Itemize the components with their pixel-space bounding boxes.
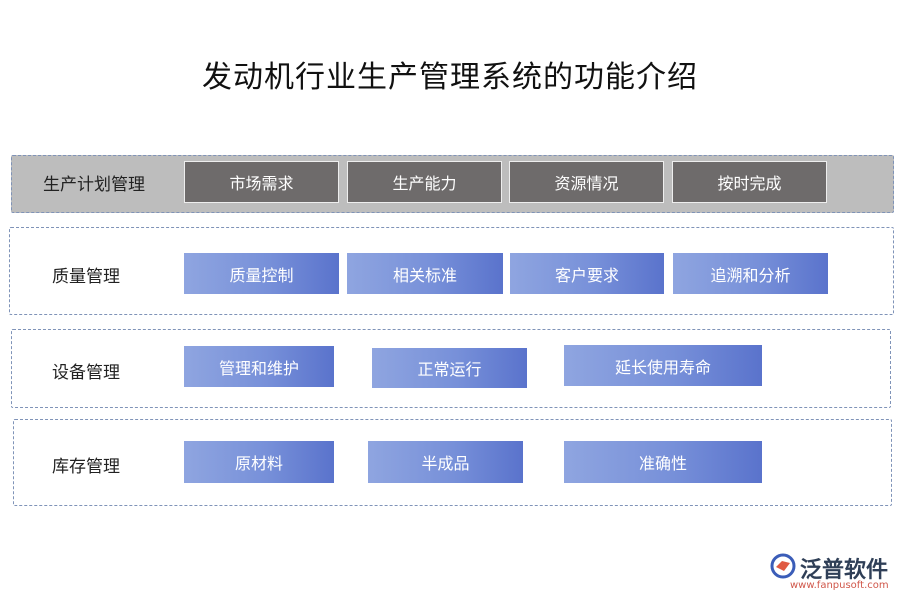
row-equipment-management	[11, 329, 891, 408]
page-title: 发动机行业生产管理系统的功能介绍	[202, 60, 698, 95]
item-traceability-analysis: 追溯和分析	[673, 253, 828, 294]
item-production-capacity: 生产能力	[347, 161, 502, 203]
item-semi-finished-products: 半成品	[368, 441, 523, 483]
item-extend-service-life: 延长使用寿命	[564, 345, 762, 386]
item-normal-operation: 正常运行	[372, 348, 527, 388]
fanpu-logo-icon	[770, 553, 796, 583]
item-customer-requirements: 客户要求	[510, 253, 664, 294]
item-market-demand: 市场需求	[184, 161, 339, 203]
item-accuracy: 准确性	[564, 441, 762, 483]
brand-logo: 泛普软件	[770, 552, 888, 584]
row-label-production-planning: 生产计划管理	[43, 175, 145, 195]
row-inventory-management	[13, 419, 892, 506]
row-quality-management	[9, 227, 894, 315]
item-quality-control: 质量控制	[184, 253, 339, 294]
logo-url: www.fanpusoft.com	[790, 580, 889, 591]
row-label-quality-management: 质量管理	[52, 267, 120, 287]
item-related-standards: 相关标准	[347, 253, 503, 294]
logo-text: 泛普软件	[800, 558, 889, 583]
row-label-equipment-management: 设备管理	[52, 363, 120, 383]
item-raw-materials: 原材料	[184, 441, 334, 483]
item-resource-status: 资源情况	[509, 161, 664, 203]
item-management-maintenance: 管理和维护	[184, 346, 334, 387]
item-on-time-completion: 按时完成	[672, 161, 827, 203]
row-label-inventory-management: 库存管理	[52, 457, 120, 477]
